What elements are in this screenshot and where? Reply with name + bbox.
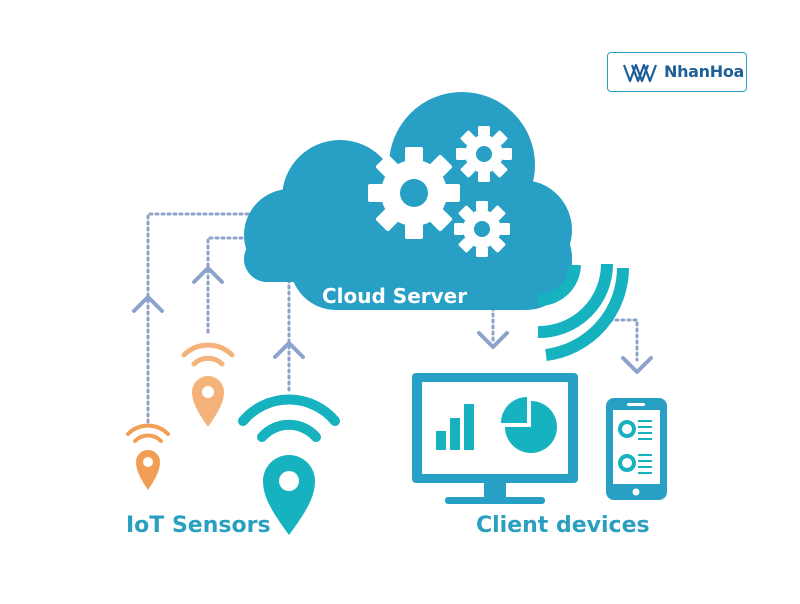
monitor-icon xyxy=(412,373,578,504)
connector-sensor-left xyxy=(146,212,252,424)
up-arrow-icon xyxy=(273,341,305,359)
up-arrow-icon xyxy=(192,266,224,284)
iot-sensor-pin-icon xyxy=(126,423,170,490)
wifi-broadcast-icon xyxy=(537,263,629,361)
bar-chart-icon xyxy=(436,404,474,450)
pie-chart-icon xyxy=(501,397,557,453)
gear-icon xyxy=(368,147,460,239)
gear-icon xyxy=(456,126,512,182)
cloud-server-label: Cloud Server xyxy=(322,284,468,308)
nhanhoa-logo-mark-icon xyxy=(622,63,658,83)
down-arrow-icon xyxy=(477,331,509,349)
down-arrow-icon xyxy=(621,356,653,374)
up-arrow-icon xyxy=(132,295,164,313)
client-devices-label: Client devices xyxy=(476,513,650,538)
nhanhoa-logo: NhanHoa xyxy=(607,52,747,92)
iot-sensor-pin-icon xyxy=(238,394,340,535)
gear-icon xyxy=(454,201,510,257)
iot-sensors-label: IoT Sensors xyxy=(126,513,271,538)
smartphone-icon xyxy=(606,398,667,500)
up-arrows xyxy=(132,266,305,359)
connector-sensor-middle xyxy=(206,236,252,334)
connector-cloud-phone xyxy=(608,318,639,362)
iot-sensor-pin-icon xyxy=(181,342,235,427)
logo-text: NhanHoa xyxy=(664,62,745,81)
down-arrows xyxy=(477,331,653,374)
